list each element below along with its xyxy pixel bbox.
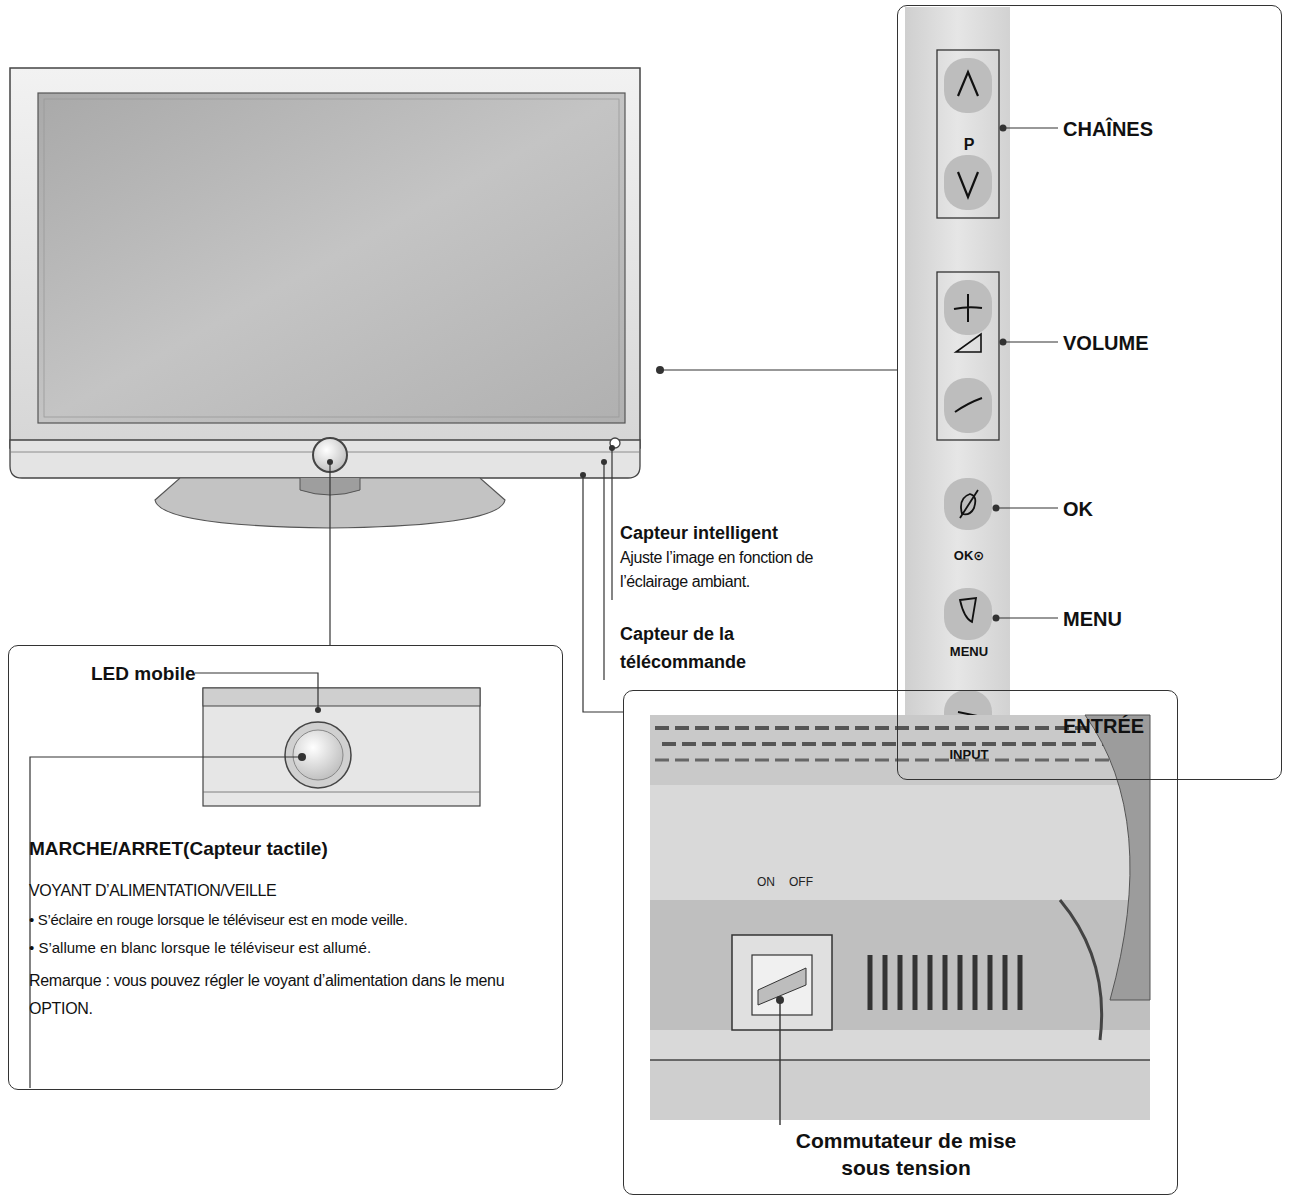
power-button-callout: LED mobileMARCHE/ARRET(Capteur tactile) V… — [8, 645, 563, 1090]
part-name: Capteur intelligent — [620, 522, 778, 545]
part-name: LED mobile — [91, 662, 196, 686]
bullet-note: • S’éclaire en rouge lorsque le télévise… — [29, 910, 559, 929]
remark-note: Remarque : vous pouvez régler le voyant … — [29, 967, 544, 1023]
control-label: VOLUME — [1063, 331, 1149, 356]
button-face-label: INPUT — [931, 747, 1007, 763]
section-heading: VOYANT D’ALIMENTATION/VEILLE — [29, 881, 276, 901]
button-face-label: OK⊙ — [931, 548, 1007, 564]
part-name: Capteur de la télécommande — [620, 620, 855, 676]
control-label: OK — [1063, 497, 1093, 522]
control-label: MENU — [1063, 607, 1122, 632]
button-panel-callout: P CHAÎNES VOLUME OK OK⊙ MENU MENU ENTRÉE INPUT — [897, 5, 1282, 780]
part-name: Commutateur de mise sous tension — [771, 1127, 1041, 1181]
part-name: MARCHE/ARRET(Capteur tactile) — [29, 837, 328, 861]
button-face-label: P — [945, 135, 993, 155]
power-switch-callout: ON OFF Commutateur de mise sous tension — [623, 690, 1178, 1195]
bullet-note: • S’allume en blanc lorsque le téléviseu… — [29, 938, 559, 957]
switch-marking: OFF — [789, 875, 813, 890]
button-face-label: MENU — [931, 644, 1007, 660]
switch-marking: ON — [757, 875, 775, 890]
control-label: ENTRÉE — [1063, 714, 1144, 739]
part-description: Ajuste l’image en fonction de l’éclairag… — [620, 546, 870, 594]
control-label: CHAÎNES — [1063, 117, 1153, 142]
